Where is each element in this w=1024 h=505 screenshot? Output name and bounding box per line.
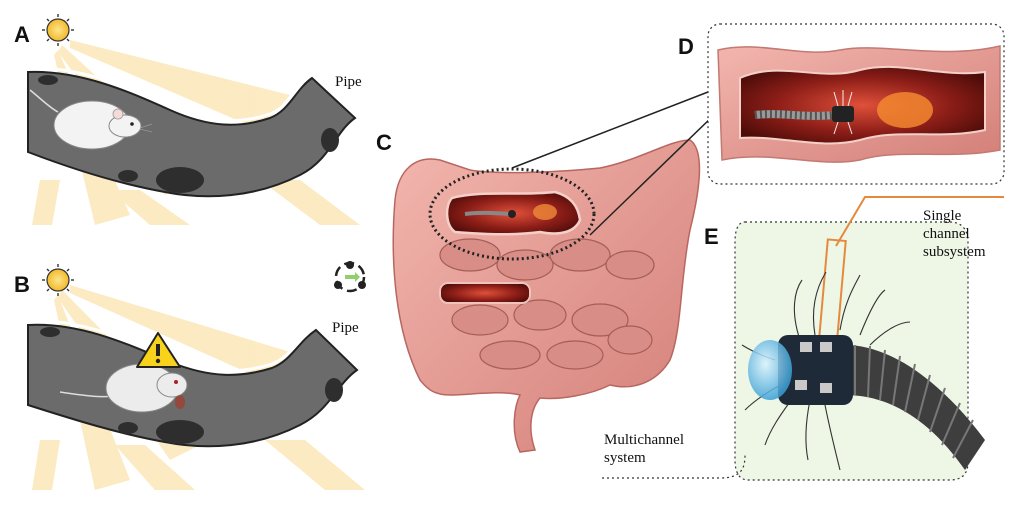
panel-b xyxy=(27,261,366,490)
warning-icon xyxy=(136,332,181,368)
single-channel-line-1: Single xyxy=(923,208,962,224)
panel-a-letter: A xyxy=(14,22,30,47)
sun-icon-b xyxy=(42,264,74,296)
dotted-focus-ellipse xyxy=(428,167,596,261)
panel-e xyxy=(602,196,1004,481)
single-channel-line-2: channel xyxy=(923,226,970,242)
panel-a xyxy=(27,14,360,225)
small-intestine-coils xyxy=(439,238,655,370)
network-cycle-icon xyxy=(334,261,366,293)
pipe-label-b: Pipe xyxy=(332,320,359,336)
panel-c-intestine xyxy=(392,139,701,453)
robot-channel-ports xyxy=(795,342,832,393)
multichannel-line-1: Multichannel xyxy=(604,432,684,448)
pipe-a xyxy=(27,70,357,198)
target-lesion xyxy=(877,92,933,128)
pipe-shadows-b xyxy=(40,327,343,444)
robot-corrugated-tail xyxy=(845,345,985,470)
panel-c-letter: C xyxy=(376,130,392,155)
cutaway-highlight xyxy=(445,190,582,236)
multichannel-line-2: system xyxy=(604,450,646,466)
panel-e-letter: E xyxy=(704,224,719,249)
multichannel-label: Multichannel system xyxy=(604,431,684,467)
rat-b xyxy=(59,363,188,413)
robot-in-lumen xyxy=(754,90,854,135)
panel-d xyxy=(707,23,1005,185)
connector-line-bottom xyxy=(589,114,715,236)
single-channel-line-3: subsystem xyxy=(923,244,986,260)
panel-b-letter: B xyxy=(14,272,30,297)
small-cross-section xyxy=(439,282,531,304)
single-channel-label: Single channel subsystem xyxy=(923,207,986,261)
lumen-d xyxy=(739,65,986,145)
pipe-shadows-a xyxy=(38,75,339,193)
robot-lens xyxy=(748,340,792,400)
pipe-label-a: Pipe xyxy=(335,74,362,90)
single-channel-leader xyxy=(835,196,1004,247)
rat-a xyxy=(29,89,153,150)
panel-d-letter: D xyxy=(678,34,694,59)
connector-line-top xyxy=(511,91,709,169)
sun-icon xyxy=(42,14,74,46)
